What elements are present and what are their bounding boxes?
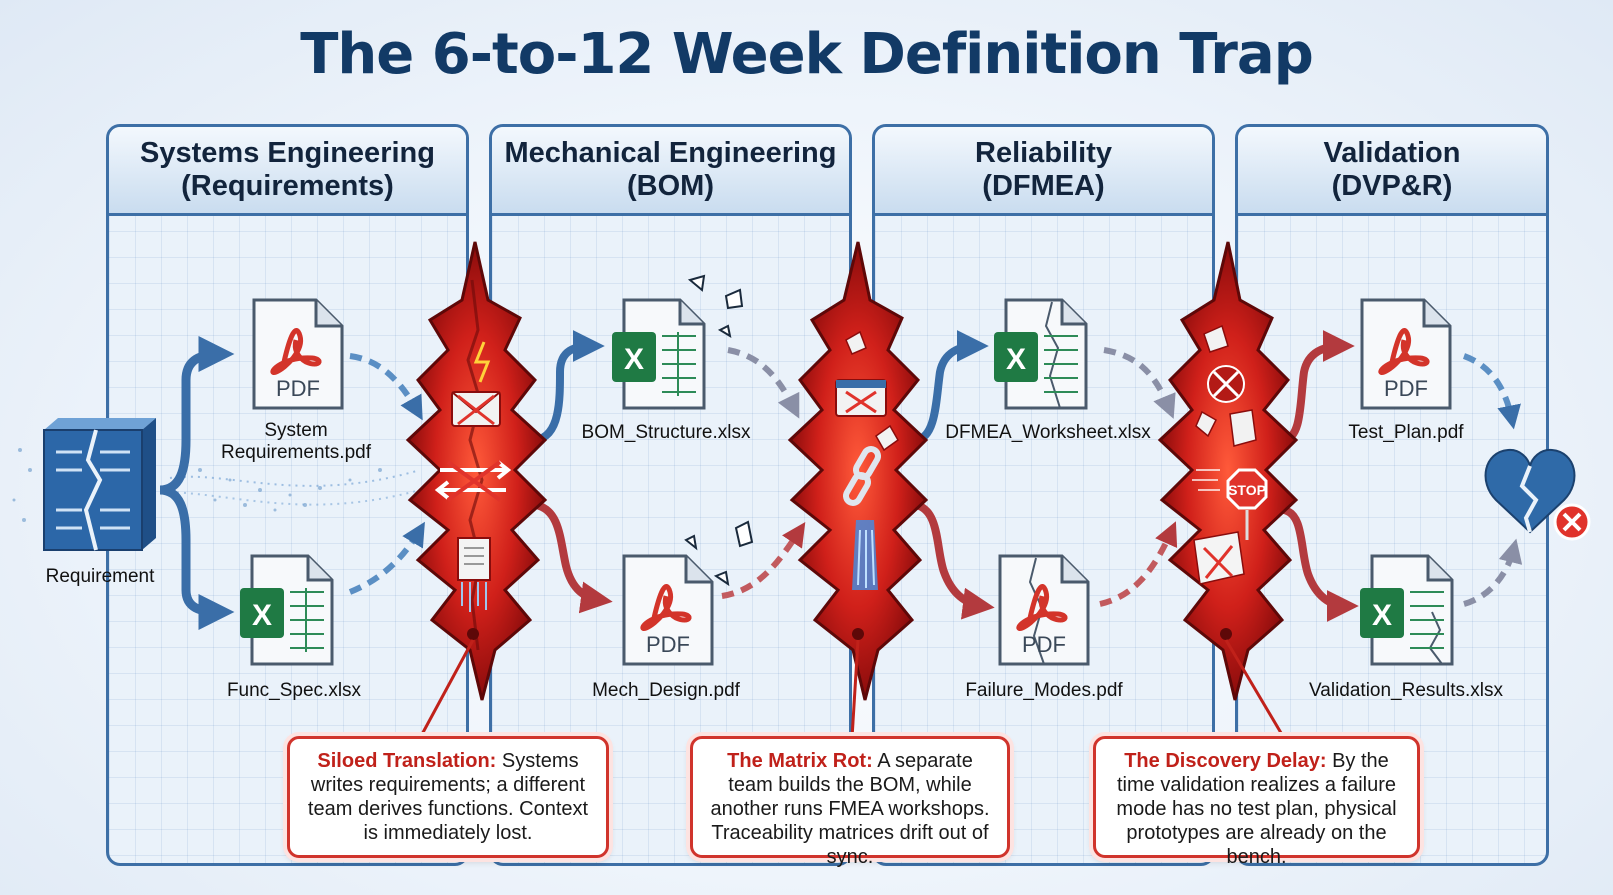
file-label: Failure_Modes.pdf	[965, 680, 1123, 701]
excel-badge: X	[1372, 599, 1392, 632]
callout-title: Siloed Translation:	[317, 750, 497, 772]
column-mechanical-engineering: Mechanical Engineering (BOM)	[489, 124, 852, 866]
callout-title: The Discovery Delay:	[1124, 750, 1327, 772]
excel-badge: X	[1006, 343, 1026, 376]
barrier-siloed-translation	[405, 241, 548, 739]
callout-text: Systems writes requirements; a different…	[307, 750, 589, 844]
barrier-matrix-rot	[787, 241, 929, 739]
pdf-file-icon[interactable]: PDF	[620, 552, 716, 668]
pdf-file-icon[interactable]: PDF	[996, 552, 1092, 668]
file-label: BOM_Structure.xlsx	[581, 422, 751, 443]
column-header: Validation (DVP&R)	[1238, 127, 1546, 216]
file-label: Func_Spec.xlsx	[226, 680, 362, 701]
column-header-line2: (Requirements)	[181, 170, 394, 202]
pdf-badge: PDF	[276, 376, 320, 401]
page-title: The 6-to-12 Week Definition Trap	[300, 22, 1314, 87]
callout-text: By the time validation realizes a failur…	[1116, 750, 1397, 868]
column-header: Systems Engineering (Requirements)	[109, 127, 466, 216]
file-label: Test_Plan.pdf	[1348, 422, 1464, 443]
pdf-badge: PDF	[1384, 376, 1428, 401]
barrier-discovery-delay: STOP	[1157, 241, 1299, 739]
column-systems-engineering: Systems Engineering (Requirements)	[106, 124, 469, 866]
pdf-file-icon[interactable]: PDF	[1358, 296, 1454, 412]
column-header: Mechanical Engineering (BOM)	[492, 127, 849, 216]
file-label: Validation_Results.xlsx	[1309, 680, 1503, 701]
excel-badge: X	[624, 343, 644, 376]
column-header-line2: (DVP&R)	[1331, 170, 1453, 202]
excel-file-icon[interactable]: X	[610, 296, 706, 412]
broken-heart-icon	[1484, 448, 1591, 541]
callout-matrix-rot: The Matrix Rot: A separate team builds t…	[690, 736, 1010, 868]
column-header-line2: (BOM)	[627, 170, 714, 202]
file-label-line1: System	[264, 420, 328, 441]
pdf-badge: PDF	[646, 632, 690, 657]
column-header-line1: Systems Engineering	[140, 137, 435, 169]
callout-text: A separate team builds the BOM, while an…	[710, 750, 990, 868]
excel-file-icon[interactable]: X	[992, 296, 1088, 412]
pdf-file-icon[interactable]: PDF	[250, 296, 346, 412]
file-label: System Requirements.pdf	[166, 420, 426, 464]
requirement-cube-icon	[43, 418, 156, 551]
callout-siloed-translation: Siloed Translation: Systems writes requi…	[287, 736, 609, 858]
excel-badge: X	[252, 599, 272, 632]
pdf-badge: PDF	[1022, 632, 1066, 657]
callout-discovery-delay: The Discovery Delay: By the time validat…	[1093, 736, 1420, 868]
requirement-label: Requirement	[45, 566, 155, 587]
file-label: DFMEA_Worksheet.xlsx	[945, 422, 1151, 443]
column-header-line2: (DFMEA)	[982, 170, 1105, 202]
file-label-line2: Requirements.pdf	[221, 442, 371, 463]
column-header-line1: Validation	[1323, 137, 1461, 169]
excel-file-icon[interactable]: X	[1358, 552, 1454, 668]
file-label: Mech_Design.pdf	[592, 680, 740, 701]
paper-fragments	[684, 274, 754, 587]
excel-file-icon[interactable]: X	[238, 552, 334, 668]
stop-sign: STOP	[1228, 482, 1266, 498]
column-header-line1: Mechanical Engineering	[504, 137, 837, 169]
column-header: Reliability (DFMEA)	[875, 127, 1212, 216]
callout-title: The Matrix Rot:	[727, 750, 873, 772]
column-header-line1: Reliability	[975, 137, 1112, 169]
